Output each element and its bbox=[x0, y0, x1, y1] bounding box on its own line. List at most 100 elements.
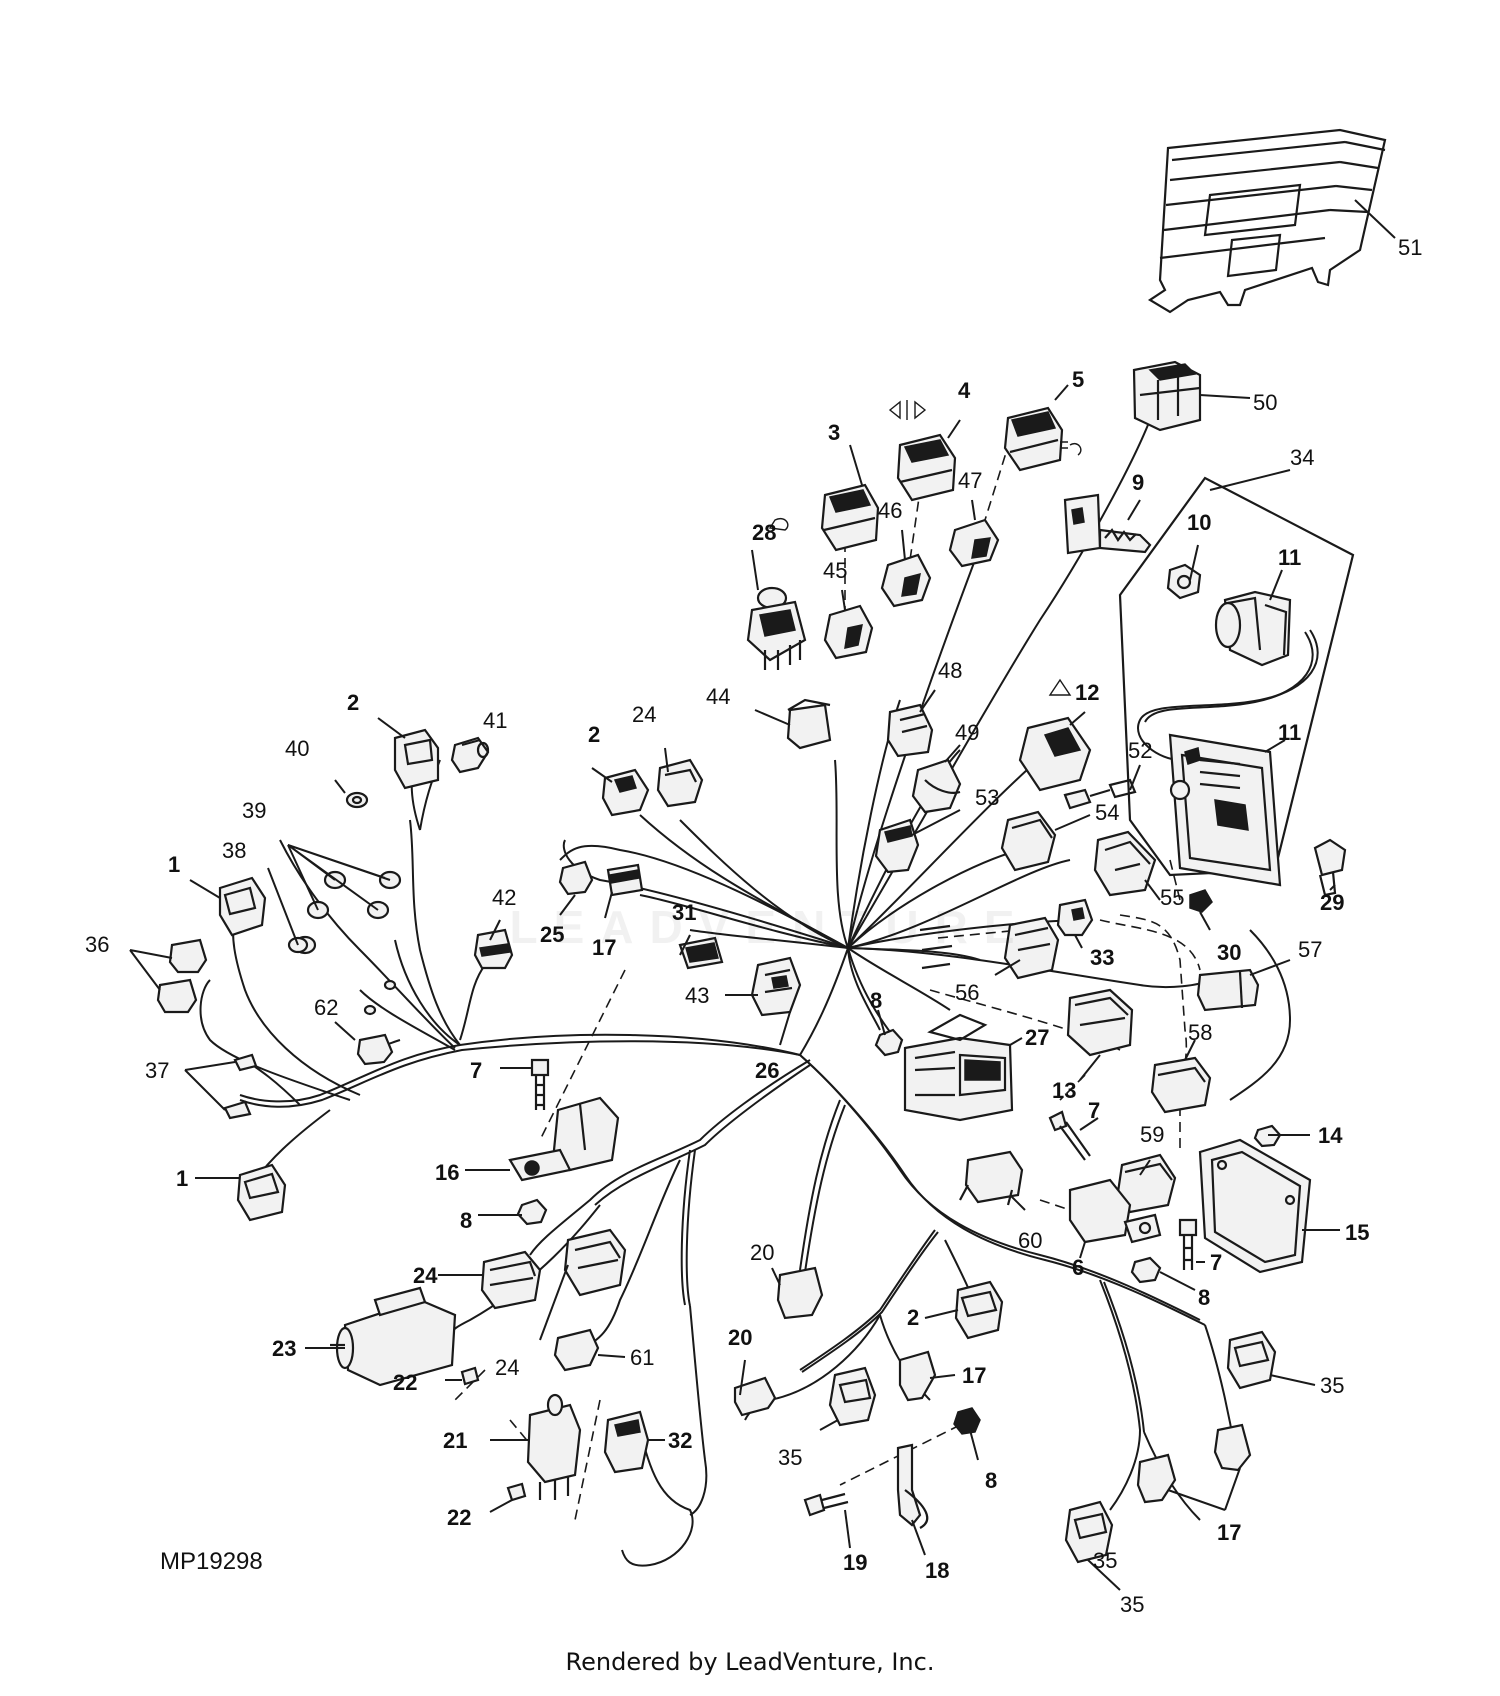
callout-40: 40 bbox=[285, 736, 309, 761]
callout-48: 48 bbox=[938, 658, 962, 683]
part-14-nut bbox=[1253, 1124, 1282, 1148]
callout-60: 60 bbox=[1018, 1228, 1042, 1253]
callout-44: 44 bbox=[706, 684, 730, 709]
callout-35-c: 35 bbox=[1120, 1592, 1144, 1617]
part-40-grommet bbox=[345, 791, 369, 809]
part-15-flasher-module bbox=[1198, 1138, 1312, 1274]
part-23-seat-switch bbox=[330, 1286, 457, 1387]
part-54-connector bbox=[1000, 810, 1057, 872]
callout-33: 33 bbox=[1090, 945, 1114, 970]
callout-56: 56 bbox=[955, 980, 979, 1005]
callout-28: 28 bbox=[752, 520, 776, 545]
callout-57: 57 bbox=[1298, 937, 1322, 962]
part-31-connector bbox=[678, 936, 724, 970]
part-35-connector-b bbox=[1226, 1330, 1277, 1390]
part-1-connector-b bbox=[236, 1163, 287, 1222]
callout-3: 3 bbox=[828, 420, 840, 445]
part-27-fuse-block bbox=[903, 1013, 1014, 1122]
leader-lines bbox=[129, 199, 1396, 1591]
callout-2-c: 2 bbox=[907, 1305, 919, 1330]
part-20-connector-a bbox=[776, 1266, 824, 1320]
footer-credit: Rendered by LeadVenture, Inc. bbox=[565, 1648, 935, 1676]
callout-25: 25 bbox=[540, 922, 564, 947]
callout-29: 29 bbox=[1320, 890, 1344, 915]
callout-19: 19 bbox=[843, 1550, 867, 1575]
callout-1-a: 1 bbox=[168, 852, 180, 877]
part-46-connector bbox=[880, 553, 932, 608]
callout-8-b: 8 bbox=[460, 1208, 472, 1233]
part-6-relay bbox=[1068, 1178, 1162, 1244]
callout-39: 39 bbox=[242, 798, 266, 823]
callout-23: 23 bbox=[272, 1336, 296, 1361]
callout-24-b: 24 bbox=[413, 1263, 438, 1288]
callout-51: 51 bbox=[1398, 235, 1422, 260]
callout-43: 43 bbox=[685, 983, 709, 1008]
part-24-connector-a bbox=[656, 758, 704, 808]
callout-7-c: 7 bbox=[1210, 1250, 1222, 1275]
left-branch-harness bbox=[199, 754, 486, 1181]
part-3-horn-switch bbox=[820, 483, 880, 552]
callout-17-c: 17 bbox=[1217, 1520, 1241, 1545]
callout-14: 14 bbox=[1318, 1123, 1343, 1148]
part-56-connector bbox=[919, 916, 1060, 980]
callout-58: 58 bbox=[1188, 1020, 1212, 1045]
part-51-controller-module bbox=[1147, 128, 1387, 314]
callout-12: 12 bbox=[1075, 680, 1099, 705]
part-4-turn-signal-switch bbox=[896, 433, 957, 502]
part-12-hazard-switch bbox=[1018, 716, 1092, 792]
part-28-pto-switch bbox=[746, 586, 807, 670]
part-47-connector bbox=[948, 518, 1000, 568]
part-9-key bbox=[1063, 493, 1152, 555]
part-58-connector bbox=[1150, 1056, 1212, 1114]
part-19-bolt bbox=[803, 1492, 849, 1517]
callout-34: 34 bbox=[1290, 445, 1314, 470]
callout-38: 38 bbox=[222, 838, 246, 863]
callout-52: 52 bbox=[1128, 738, 1152, 763]
callout-35-d: 35 bbox=[1093, 1548, 1117, 1573]
callout-50: 50 bbox=[1253, 390, 1277, 415]
part-37-terminals bbox=[223, 1053, 258, 1120]
callout-16: 16 bbox=[435, 1160, 459, 1185]
callout-26: 26 bbox=[755, 1058, 779, 1083]
part-25-connector bbox=[558, 860, 594, 896]
part-62-connector bbox=[356, 1033, 394, 1066]
part-8-nut-b bbox=[516, 1198, 548, 1226]
callout-18: 18 bbox=[925, 1558, 949, 1583]
callout-7-b: 7 bbox=[1088, 1098, 1100, 1123]
callout-24-c: 24 bbox=[495, 1355, 519, 1380]
callout-55: 55 bbox=[1160, 885, 1184, 910]
callout-2-a: 2 bbox=[588, 722, 600, 747]
part-8-nut-a bbox=[874, 1028, 904, 1057]
callout-54: 54 bbox=[1095, 800, 1119, 825]
callout-45: 45 bbox=[823, 558, 847, 583]
callout-46: 46 bbox=[878, 498, 902, 523]
callout-37: 37 bbox=[145, 1058, 169, 1083]
part-5-light-switch bbox=[1003, 406, 1064, 472]
callout-35-a: 35 bbox=[778, 1445, 802, 1470]
part-30-bulb-socket bbox=[1189, 889, 1213, 913]
part-50-fuse-block bbox=[1132, 360, 1202, 432]
part-57-connector bbox=[1196, 968, 1260, 1012]
callout-20-a: 20 bbox=[750, 1240, 774, 1265]
part-61-connector bbox=[553, 1328, 600, 1372]
part-42-connector bbox=[473, 928, 514, 970]
part-17-connector-c bbox=[1136, 1423, 1252, 1504]
callout-32: 32 bbox=[668, 1428, 692, 1453]
part-55-connector bbox=[1093, 830, 1157, 897]
callout-15: 15 bbox=[1345, 1220, 1369, 1245]
part-60-connector bbox=[959, 1150, 1024, 1206]
part-22-pin-a bbox=[460, 1366, 480, 1386]
callout-11-b: 11 bbox=[1278, 720, 1301, 745]
part-32-connector bbox=[603, 1410, 650, 1474]
callout-10: 10 bbox=[1187, 510, 1211, 535]
callout-27: 27 bbox=[1025, 1025, 1049, 1050]
callout-17-b: 17 bbox=[962, 1363, 986, 1388]
part-29-bulb bbox=[1313, 838, 1347, 897]
part-20-connector-b bbox=[733, 1376, 777, 1417]
part-8-nut-d bbox=[953, 1407, 981, 1435]
part-53-connector bbox=[874, 818, 920, 874]
part-24-connector-c bbox=[563, 1228, 627, 1297]
part-11-ignition-switch bbox=[1214, 590, 1292, 667]
callout-53: 53 bbox=[975, 785, 999, 810]
